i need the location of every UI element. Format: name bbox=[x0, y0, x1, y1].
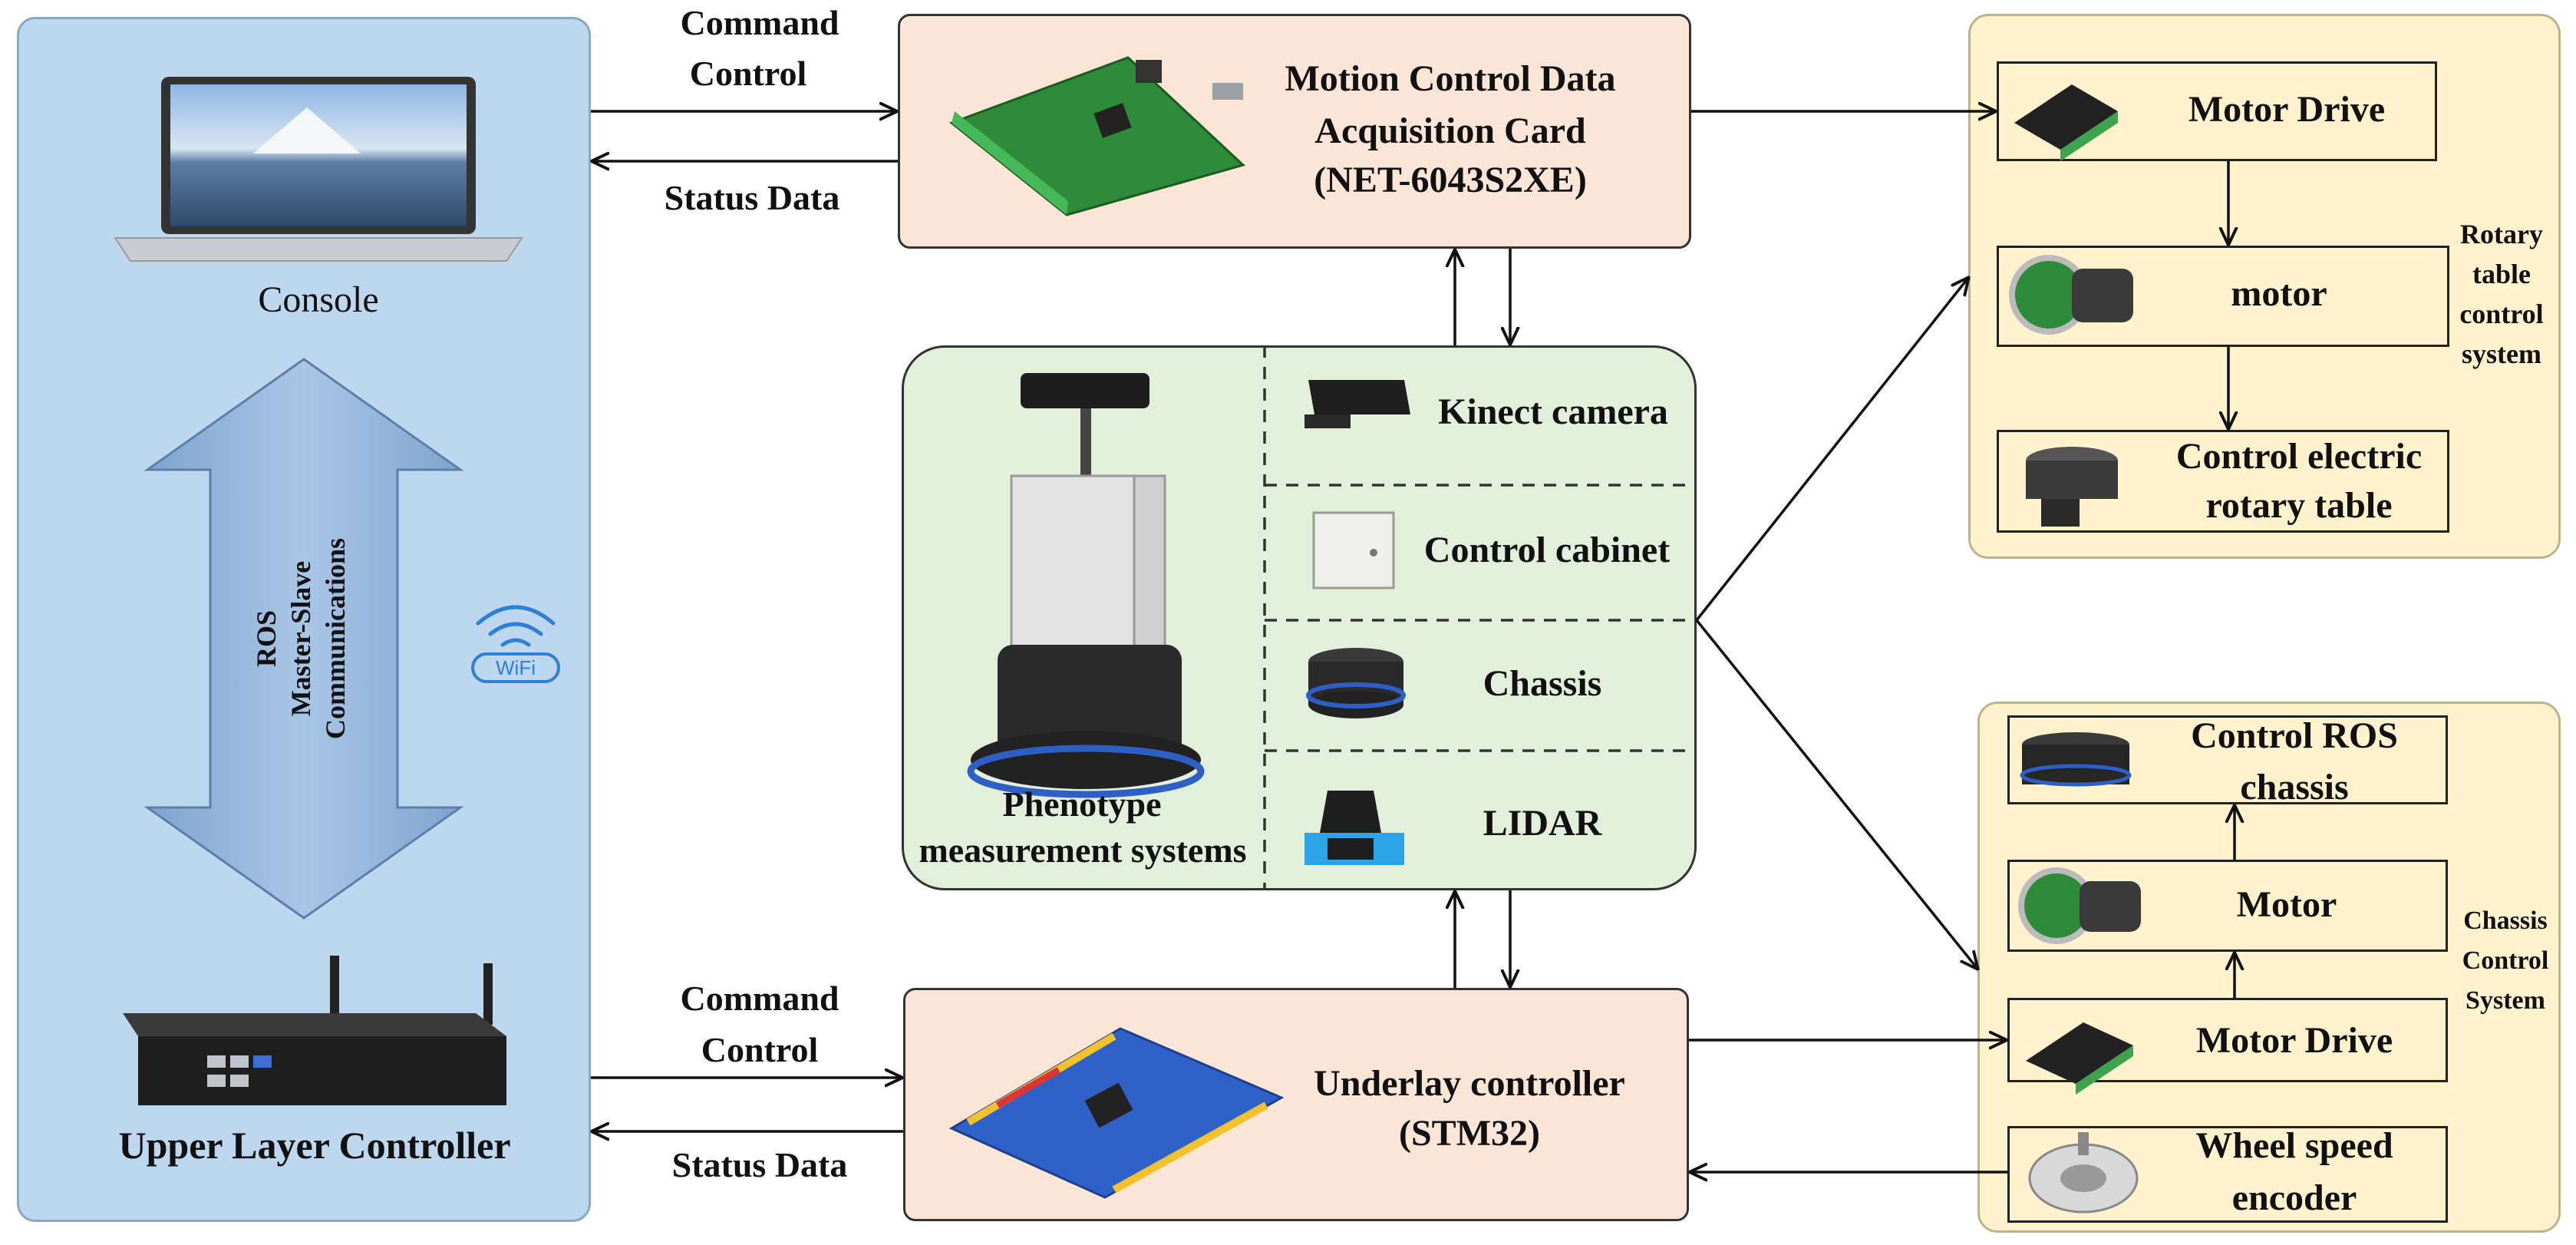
laptop-icon bbox=[114, 77, 523, 262]
top-command-label-2: Control bbox=[689, 54, 807, 93]
ros-chassis-icon bbox=[2020, 732, 2132, 787]
wifi-icon bbox=[471, 605, 560, 683]
phenotype-robot-icon bbox=[967, 373, 1205, 798]
phenotype-line-1: Phenotype bbox=[1002, 784, 1162, 824]
rotary-table-line-1: Control electric bbox=[2175, 436, 2423, 477]
stm32-board-icon bbox=[948, 1027, 1285, 1199]
top-status-label: Status Data bbox=[664, 178, 840, 217]
chassis-icon bbox=[1306, 648, 1406, 718]
control-cabinet-icon bbox=[1312, 511, 1395, 589]
mini-pc-icon bbox=[123, 956, 506, 1105]
chassis-system-title-1: Chassis bbox=[2463, 907, 2548, 935]
console-label: Console bbox=[258, 279, 379, 320]
chassis-motor-icon bbox=[2018, 867, 2141, 944]
lidar-icon bbox=[1304, 791, 1404, 865]
rotary-table-line-2: rotary table bbox=[2205, 485, 2393, 526]
wheel-encoder-line-2: encoder bbox=[2231, 1177, 2357, 1218]
motion-card-line-2: Acquisition Card bbox=[1314, 111, 1586, 151]
chassis-motor-label: Motor bbox=[2236, 884, 2337, 925]
chassis-ros-line-1: Control ROS bbox=[2191, 715, 2398, 756]
chassis-system-title-2: Control bbox=[2462, 946, 2549, 975]
wheel-encoder-line-1: Wheel speed bbox=[2195, 1125, 2393, 1166]
rotary-motor-drive-label: Motor Drive bbox=[2188, 89, 2386, 130]
connectors bbox=[591, 111, 2235, 1172]
phenotype-separators bbox=[1263, 345, 1697, 890]
ros-line-communications: Communications bbox=[320, 537, 351, 740]
ros-double-arrow bbox=[143, 358, 464, 920]
motion-card-icon bbox=[948, 56, 1245, 216]
underlay-line-1: Underlay controller bbox=[1314, 1063, 1625, 1104]
rotary-motor-label: motor bbox=[2231, 273, 2327, 314]
kinect-camera-label: Kinect camera bbox=[1438, 391, 1668, 432]
upper-controller-label: Upper Layer Controller bbox=[118, 1124, 511, 1167]
wheel-encoder-icon bbox=[2028, 1132, 2139, 1214]
chassis-label: Chassis bbox=[1483, 663, 1602, 704]
lidar-label: LIDAR bbox=[1483, 803, 1602, 844]
rotary-system-title-2: table bbox=[2472, 259, 2531, 289]
chassis-ros-line-2: chassis bbox=[2240, 767, 2349, 807]
rotary-system-title-4: system bbox=[2462, 338, 2541, 369]
motion-card-line-3: (NET-6043S2XE) bbox=[1314, 160, 1587, 200]
control-cabinet-label: Control cabinet bbox=[1423, 530, 1671, 570]
rotary-motor-icon bbox=[2009, 255, 2133, 335]
bottom-status-label: Status Data bbox=[671, 1145, 848, 1184]
rotary-system-title-3: control bbox=[2459, 299, 2544, 329]
kinect-camera-icon bbox=[1304, 380, 1410, 428]
rotary-motor-drive-icon bbox=[2014, 84, 2118, 161]
chassis-motor-drive-icon bbox=[2026, 1022, 2133, 1095]
ros-line-ros: ROS bbox=[251, 609, 282, 668]
phenotype-line-2: measurement systems bbox=[919, 831, 1247, 870]
rotary-table-icon bbox=[2026, 447, 2118, 527]
underlay-line-2: (STM32) bbox=[1399, 1113, 1540, 1154]
motion-card-line-1: Motion Control Data bbox=[1285, 58, 1616, 99]
chassis-motor-drive-label: Motor Drive bbox=[2195, 1020, 2393, 1061]
bottom-command-label-1: Command bbox=[680, 979, 839, 1018]
top-command-label-1: Command bbox=[680, 3, 839, 42]
ros-line-master-slave: Master-Slave bbox=[285, 560, 316, 717]
bottom-command-label-2: Control bbox=[701, 1030, 819, 1069]
rotary-system-title-1: Rotary bbox=[2460, 219, 2543, 249]
wifi-label: WiFi bbox=[496, 656, 536, 679]
chassis-system-title-3: System bbox=[2466, 986, 2545, 1015]
